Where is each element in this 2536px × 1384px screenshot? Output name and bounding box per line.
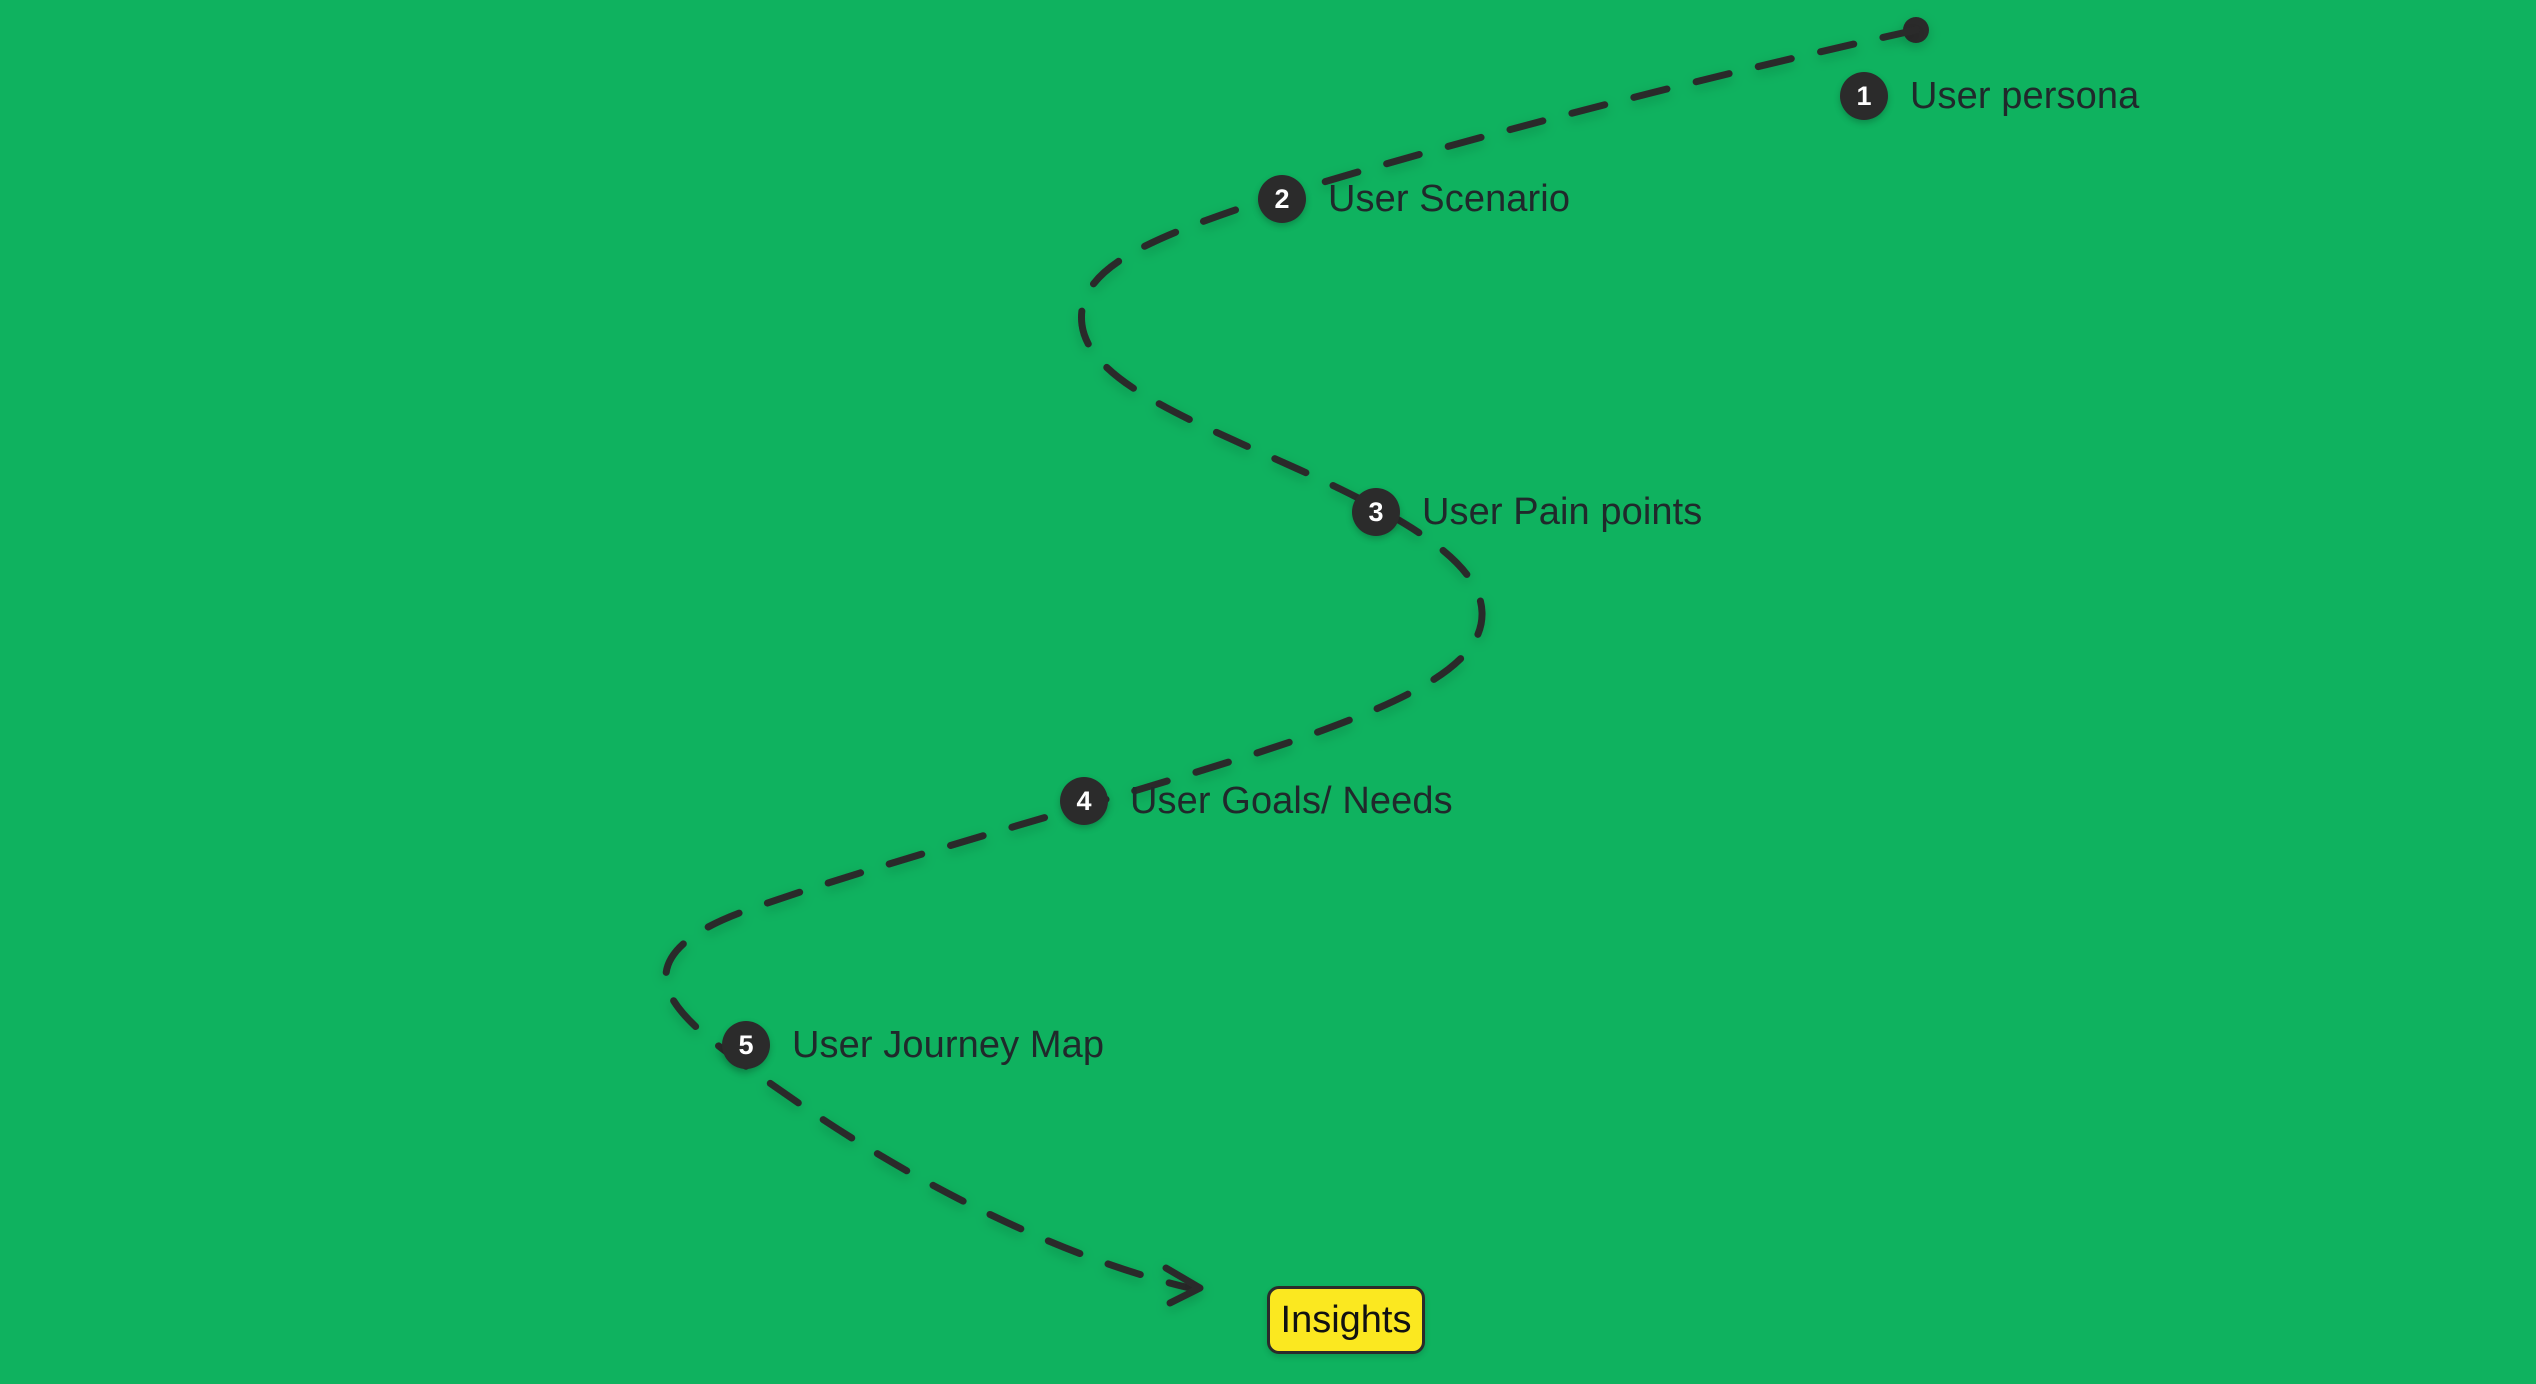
journey-step-2[interactable]: 2 User Scenario: [1258, 175, 1570, 223]
journey-step-1[interactable]: 1 User persona: [1840, 72, 2139, 120]
step-4-number-badge: 4: [1060, 777, 1108, 825]
insights-button-label: Insights: [1280, 1299, 1412, 1341]
insights-button[interactable]: Insights: [1267, 1286, 1425, 1354]
journey-step-5[interactable]: 5 User Journey Map: [722, 1021, 1104, 1069]
step-3-number-badge: 3: [1352, 488, 1400, 536]
step-1-label: User persona: [1910, 74, 2140, 117]
step-2-number-badge: 2: [1258, 175, 1306, 223]
step-5-label: User Journey Map: [792, 1023, 1105, 1066]
journey-step-3[interactable]: 3 User Pain points: [1352, 488, 1702, 536]
step-1-number-badge: 1: [1840, 72, 1888, 120]
journey-step-4[interactable]: 4 User Goals/ Needs: [1060, 777, 1453, 825]
step-4-label: User Goals/ Needs: [1130, 779, 1453, 822]
step-5-number-badge: 5: [722, 1021, 770, 1069]
step-3-label: User Pain points: [1422, 490, 1703, 533]
path-end-arrowhead: [1162, 1264, 1204, 1307]
step-2-label: User Scenario: [1328, 177, 1571, 220]
